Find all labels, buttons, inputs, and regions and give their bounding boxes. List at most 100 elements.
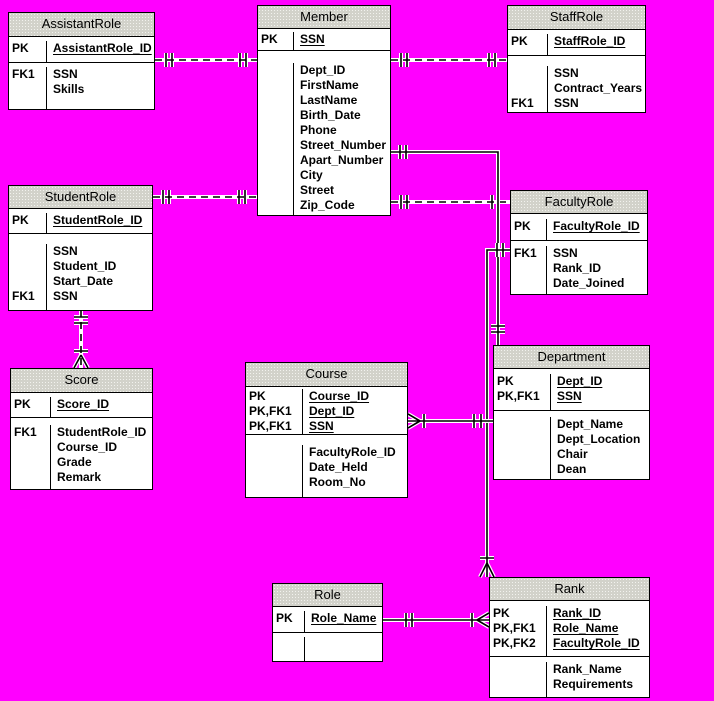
attribute-row: SSN bbox=[53, 289, 78, 303]
attribute-row: SSN bbox=[300, 32, 325, 46]
attribute-row bbox=[12, 259, 43, 274]
attribute-row: PK bbox=[14, 397, 31, 411]
rel-member-facultyrole bbox=[391, 195, 510, 209]
attribute-row: Zip_Code bbox=[300, 198, 355, 212]
entity-title: Role bbox=[273, 584, 382, 607]
attribute-row: PK bbox=[249, 389, 266, 403]
attribute-row: PK,FK1 bbox=[497, 389, 540, 403]
attribute-row bbox=[12, 274, 43, 289]
pk-section: PK Role_Name bbox=[273, 607, 382, 633]
attribute-row: PK,FK1 bbox=[249, 404, 292, 418]
entity-title: Department bbox=[494, 346, 649, 369]
attribute-row: Grade bbox=[57, 455, 92, 469]
attr-key-column bbox=[258, 63, 294, 215]
attribute-row: StudentRole_ID bbox=[57, 425, 147, 439]
attribute-row: Score_ID bbox=[57, 397, 110, 411]
attribute-row: PK,FK1 bbox=[493, 621, 536, 635]
attr-name-column bbox=[305, 637, 382, 661]
attribute-row bbox=[12, 244, 43, 259]
attribute-row bbox=[493, 677, 543, 692]
attribute-row: Dept_ID bbox=[300, 63, 346, 77]
rel-member-staffrole bbox=[391, 53, 507, 67]
attr-key-column bbox=[246, 445, 303, 497]
attribute-section bbox=[273, 633, 382, 661]
attribute-row: Date_Held bbox=[309, 460, 368, 474]
attribute-row: Rank_ID bbox=[553, 606, 602, 620]
attribute-row bbox=[249, 445, 299, 460]
attribute-row bbox=[261, 108, 290, 123]
attribute-row: SSN bbox=[554, 96, 579, 110]
attribute-row: Apart_Number bbox=[300, 153, 384, 167]
attribute-row bbox=[261, 123, 290, 138]
pk-section: PK StaffRole_ID bbox=[508, 30, 645, 56]
pk-key-column: PK bbox=[258, 32, 294, 50]
attribute-row bbox=[514, 276, 543, 291]
entity-title: StudentRole bbox=[9, 186, 152, 209]
attribute-row bbox=[14, 470, 47, 485]
attr-key-column: FK1 bbox=[511, 246, 547, 294]
rel-studentrole-member bbox=[153, 190, 257, 204]
attribute-row: PK bbox=[511, 34, 528, 48]
attribute-row bbox=[261, 168, 290, 183]
attribute-row: SSN bbox=[554, 66, 579, 80]
attr-key-column: FK1 bbox=[508, 66, 548, 112]
pk-section: PK SSN bbox=[258, 29, 390, 51]
attribute-row bbox=[497, 417, 547, 432]
attr-key-column bbox=[494, 417, 551, 479]
entity-role: Role PK Role_Name bbox=[272, 583, 383, 662]
attribute-row: AssistantRole_ID bbox=[53, 41, 152, 55]
attribute-row: PK bbox=[12, 213, 29, 227]
attribute-row: Dept_ID bbox=[309, 404, 355, 418]
attribute-row: Phone bbox=[300, 123, 337, 137]
pk-name-column: Score_ID bbox=[51, 397, 152, 417]
pk-name-column: StudentRole_ID bbox=[47, 213, 152, 233]
attr-key-column: FK1 bbox=[9, 244, 47, 310]
entity-title: Course bbox=[246, 363, 407, 387]
attribute-row: PK,FK2 bbox=[493, 636, 536, 650]
rel-studentrole-score bbox=[72, 310, 90, 369]
entity-title: AssistantRole bbox=[9, 13, 154, 37]
attribute-row: FK1 bbox=[12, 67, 35, 81]
attr-key-column: FK1 bbox=[9, 67, 47, 109]
pk-name-column: FacultyRole_ID bbox=[547, 219, 647, 240]
attribute-row: FK1 bbox=[12, 289, 35, 303]
attribute-row: PK bbox=[497, 374, 514, 388]
attribute-row: FK1 bbox=[514, 246, 537, 260]
attribute-row bbox=[261, 63, 290, 78]
attribute-row: FacultyRole_ID bbox=[553, 636, 640, 650]
attribute-row bbox=[514, 261, 543, 276]
attribute-row: Birth_Date bbox=[300, 108, 361, 122]
attribute-row: PK bbox=[276, 611, 293, 625]
attribute-row: Skills bbox=[53, 82, 85, 96]
attribute-row: Start_Date bbox=[53, 274, 114, 288]
attribute-row: SSN bbox=[309, 419, 334, 433]
attribute-row: SSN bbox=[53, 67, 78, 81]
attribute-row: FacultyRole_ID bbox=[553, 219, 640, 233]
attribute-row: Dept_Location bbox=[557, 432, 641, 446]
attribute-row: Contract_Years bbox=[554, 81, 643, 95]
entity-assistantrole: AssistantRole PK AssistantRole_ID FK1 SS… bbox=[8, 12, 155, 110]
attribute-row: Date_Joined bbox=[553, 276, 625, 290]
attribute-row bbox=[493, 662, 543, 677]
attribute-row bbox=[511, 81, 544, 96]
attribute-row bbox=[261, 138, 290, 153]
attribute-row: PK bbox=[514, 219, 531, 233]
attribute-row: PK,FK1 bbox=[249, 419, 292, 433]
pk-name-column: SSN bbox=[294, 32, 390, 50]
